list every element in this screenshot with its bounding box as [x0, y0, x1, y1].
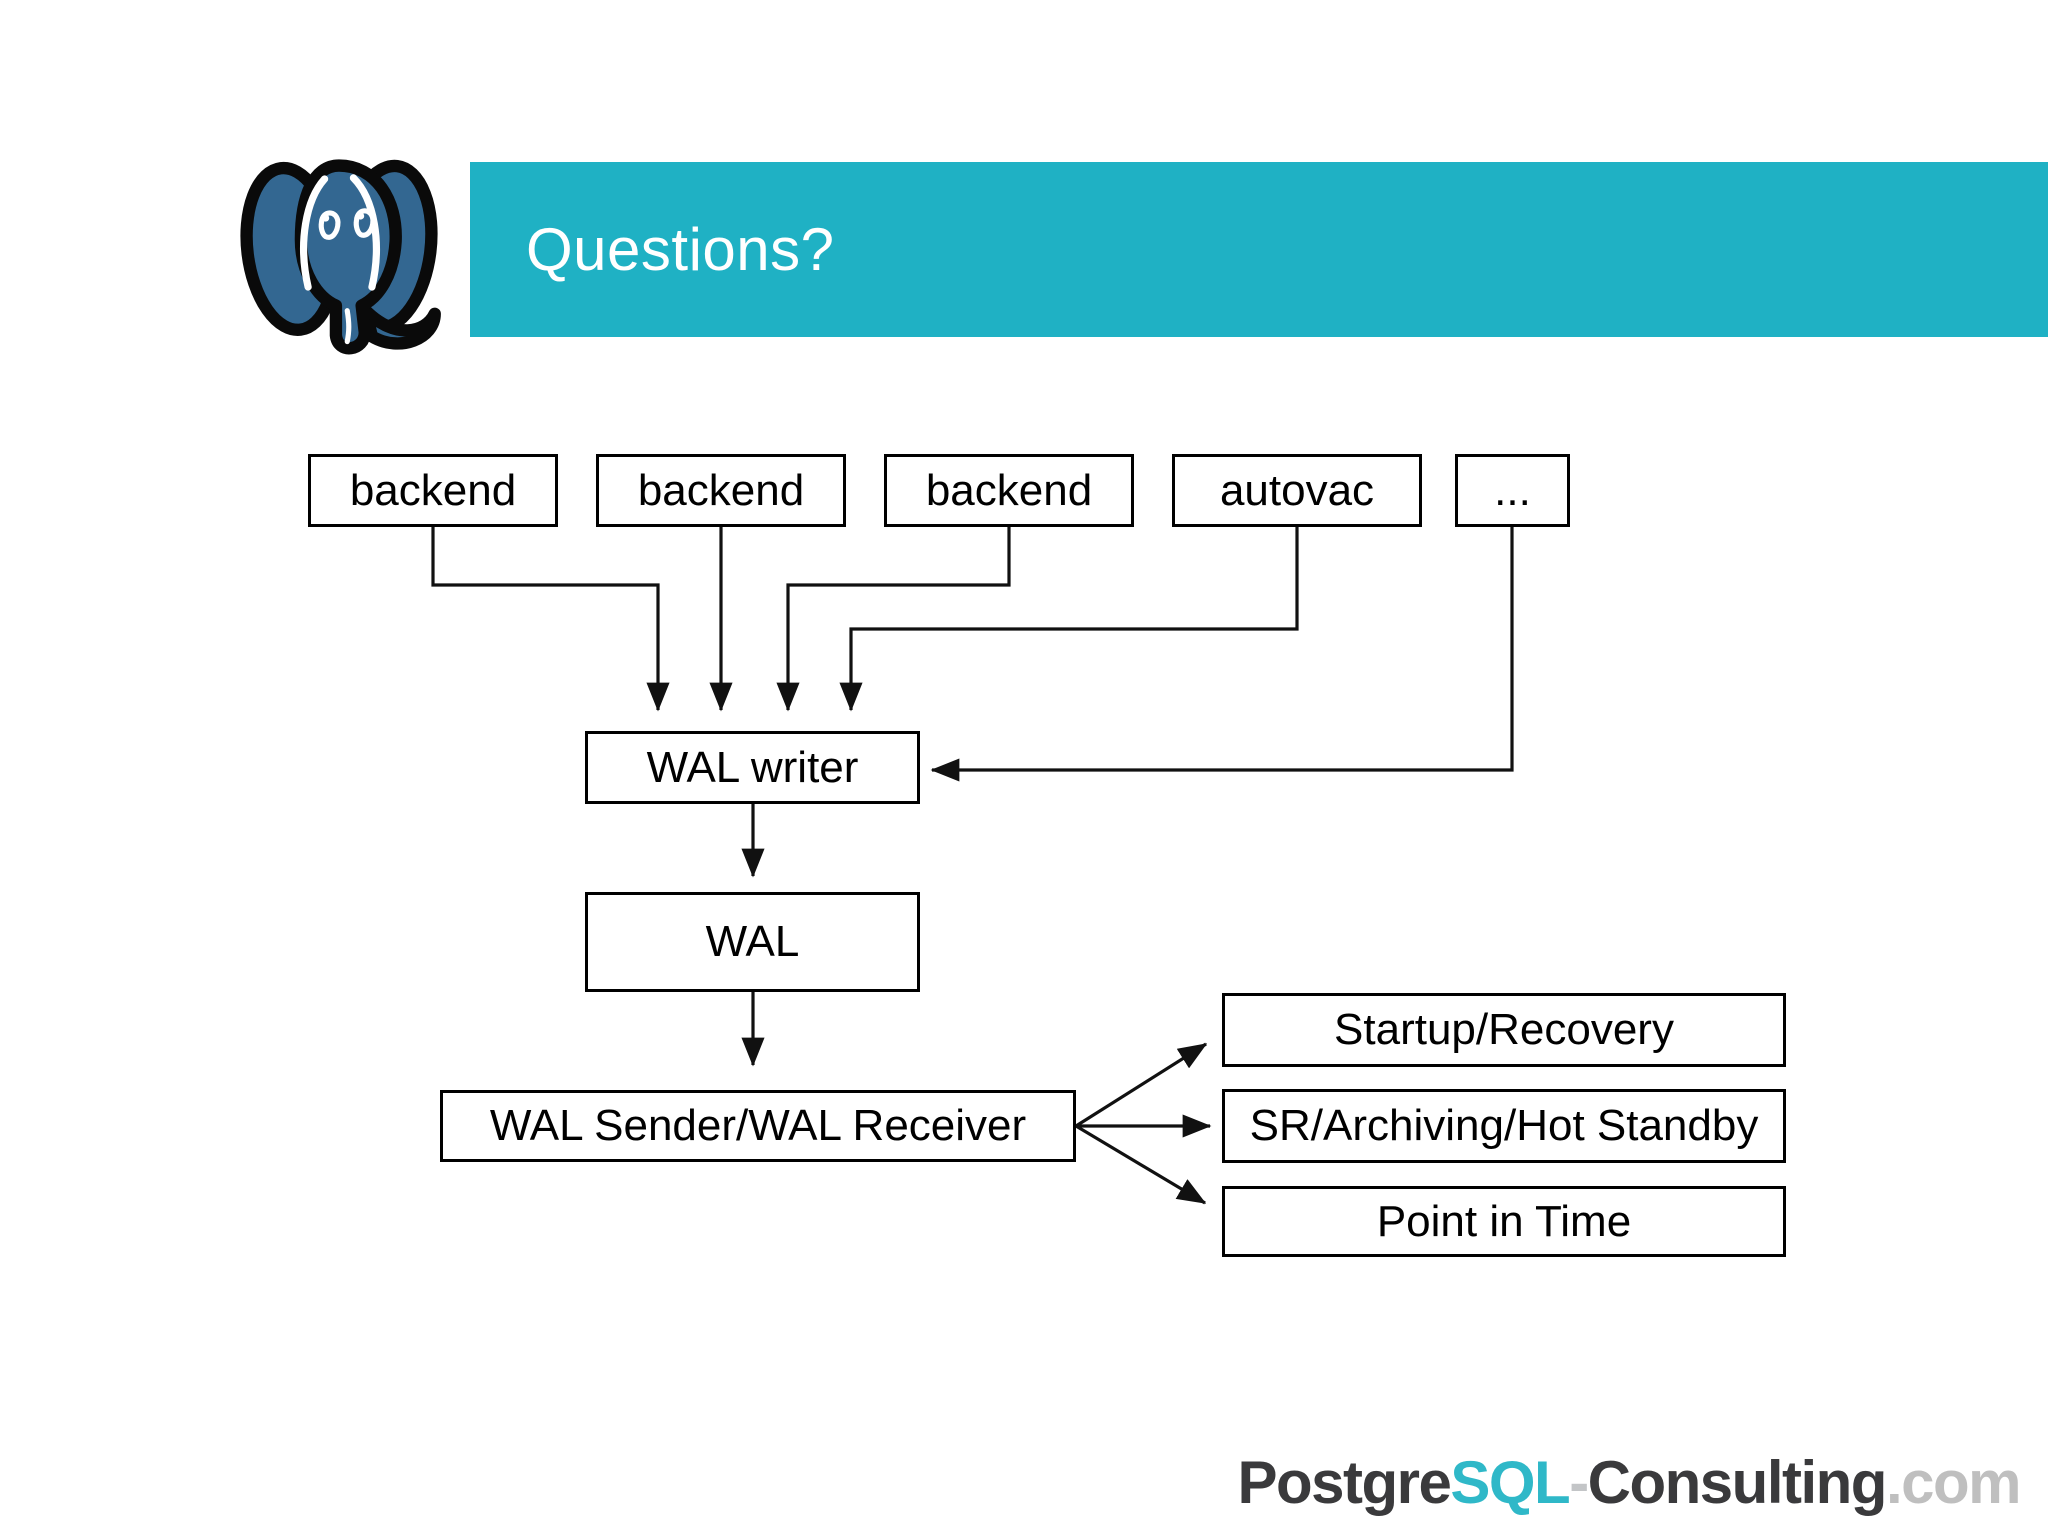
- elephant-left-eye-highlight: [322, 214, 330, 222]
- postgresql-elephant-icon: [240, 159, 441, 355]
- elephant-left-ear-line: [300, 175, 329, 291]
- node-label: SR/Archiving/Hot Standby: [1249, 1101, 1759, 1150]
- node-ellipsis: ...: [1455, 454, 1570, 527]
- node-label: ...: [1494, 465, 1531, 515]
- node-label: autovac: [1219, 465, 1375, 515]
- node-wal-writer: WAL writer: [585, 731, 920, 804]
- postgresql-consulting-wordmark: PostgreSQL-Consulting.com: [1237, 1448, 2022, 1517]
- node-label: Point in Time: [1376, 1196, 1632, 1246]
- arrow-backend3-to-wal-writer: [776, 527, 1011, 712]
- node-label: backend: [925, 465, 1093, 515]
- wordmark-hyphen: -: [1569, 1449, 1589, 1516]
- node-backend-2: backend: [596, 454, 846, 527]
- elephant-right-eye-highlight: [357, 212, 365, 220]
- title-bar: Questions?: [470, 162, 2048, 337]
- wordmark-postgre: Postgre: [1237, 1449, 1451, 1516]
- node-autovac: autovac: [1172, 454, 1422, 527]
- arrow-sender-to-point-in-time: [1075, 1124, 1207, 1205]
- slide-title: Questions?: [526, 216, 835, 283]
- node-label: WAL: [705, 917, 800, 966]
- arrow-autovac-to-wal-writer: [839, 527, 1299, 712]
- wordmark-consulting: Consulting: [1587, 1449, 1888, 1516]
- arrow-ellipsis-to-wal-writer: [930, 527, 1514, 782]
- wordmark-com: .com: [1885, 1449, 2022, 1516]
- node-backend-1: backend: [308, 454, 558, 527]
- arrow-backend1-to-wal-writer: [431, 527, 670, 712]
- node-label: WAL writer: [646, 742, 859, 792]
- node-wal-sender-receiver: WAL Sender/WAL Receiver: [440, 1090, 1076, 1162]
- node-sr-archiving-hot-standby: SR/Archiving/Hot Standby: [1222, 1089, 1786, 1163]
- elephant-trunk-curl: [359, 304, 441, 350]
- node-label: Startup/Recovery: [1334, 1005, 1674, 1054]
- node-label: WAL Sender/WAL Receiver: [489, 1101, 1027, 1150]
- wordmark-sql: SQL: [1450, 1449, 1570, 1516]
- node-wal: WAL: [585, 892, 920, 992]
- node-label: backend: [349, 465, 517, 515]
- node-startup-recovery: Startup/Recovery: [1222, 993, 1786, 1067]
- node-point-in-time: Point in Time: [1222, 1186, 1786, 1257]
- node-label: backend: [637, 465, 805, 515]
- elephant-trunk-line: [344, 308, 352, 345]
- node-backend-3: backend: [884, 454, 1134, 527]
- arrow-sender-to-startup-recovery: [1075, 1042, 1208, 1128]
